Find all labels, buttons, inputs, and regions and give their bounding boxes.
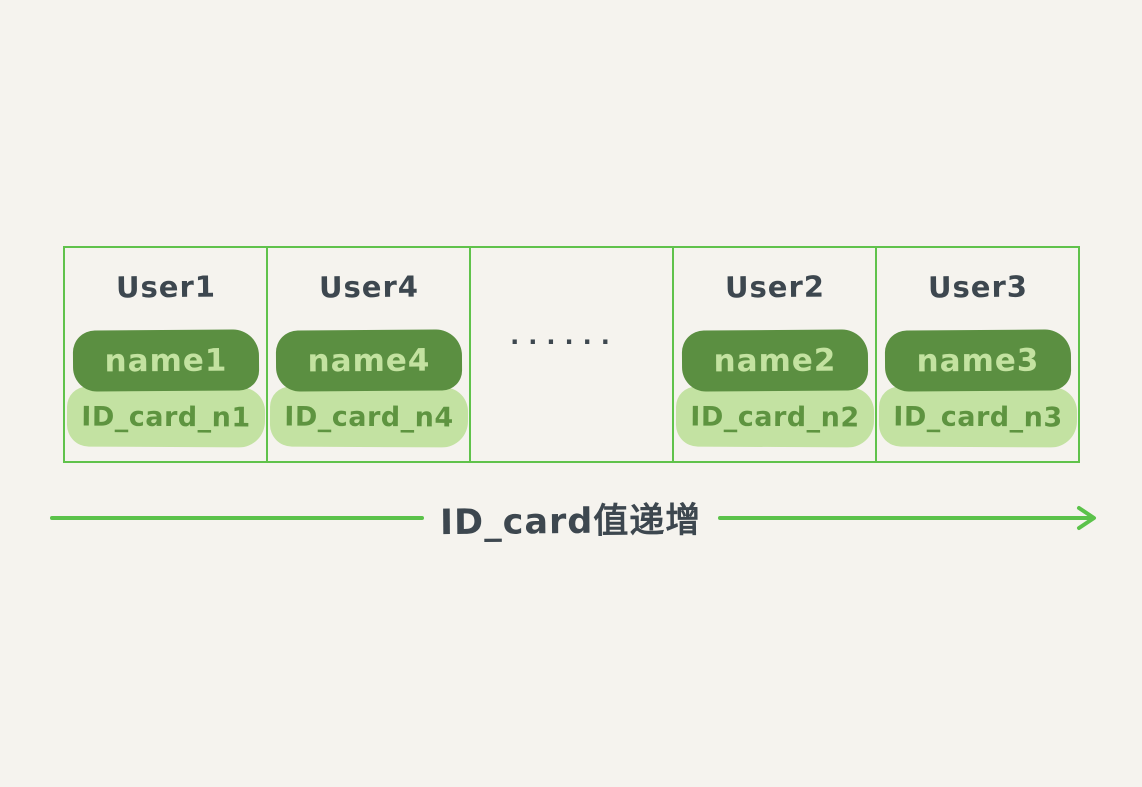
field-stack: name2 ID_card_n2 bbox=[675, 329, 874, 448]
increase-arrow: ID_card值递增 bbox=[50, 492, 1097, 544]
name-field-pill: name4 bbox=[275, 329, 462, 392]
arrow-line-right bbox=[717, 506, 1097, 530]
arrow-label: ID_card值递增 bbox=[440, 500, 702, 543]
name-field-pill: name2 bbox=[681, 329, 868, 392]
id-card-field-pill: ID_card_n2 bbox=[675, 386, 874, 448]
cell-user1: User1 name1 ID_card_n1 bbox=[65, 248, 266, 461]
id-card-field-pill: ID_card_n3 bbox=[878, 386, 1077, 448]
name-field-pill: name1 bbox=[72, 329, 259, 392]
id-card-field-pill: ID_card_n4 bbox=[269, 386, 468, 448]
cell-user2: User2 name2 ID_card_n2 bbox=[672, 248, 875, 461]
ellipsis-label: ······ bbox=[510, 327, 619, 356]
cell-user3: User3 name3 ID_card_n3 bbox=[875, 248, 1078, 461]
arrow-line-left bbox=[50, 516, 425, 520]
field-stack: name3 ID_card_n3 bbox=[878, 329, 1077, 448]
field-stack: name4 ID_card_n4 bbox=[269, 329, 468, 448]
user-title: User3 bbox=[927, 269, 1028, 305]
user-array: User1 name1 ID_card_n1 User4 name4 ID_ca… bbox=[63, 246, 1080, 463]
user-title: User1 bbox=[115, 269, 216, 305]
field-stack: name1 ID_card_n1 bbox=[66, 329, 265, 448]
cell-user4: User4 name4 ID_card_n4 bbox=[266, 248, 469, 461]
name-field-pill: name3 bbox=[884, 329, 1071, 392]
user-title: User4 bbox=[318, 269, 419, 305]
id-card-field-pill: ID_card_n1 bbox=[66, 386, 265, 448]
arrow-head-icon bbox=[1077, 506, 1097, 530]
cell-ellipsis: ······ bbox=[469, 248, 672, 461]
user-title: User2 bbox=[724, 269, 825, 305]
